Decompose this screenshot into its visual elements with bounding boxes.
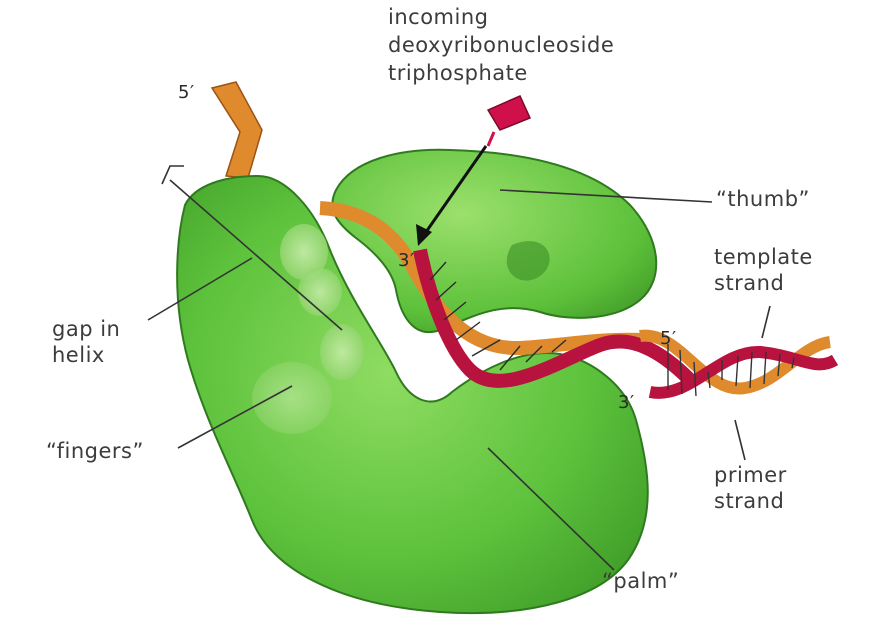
leader-primer: [735, 420, 745, 460]
primer-strand-label-line2: strand: [714, 488, 784, 514]
thumb-label: “thumb”: [716, 186, 810, 212]
finger-bump-2: [298, 268, 342, 316]
incoming-nucleotide-icon: [488, 96, 530, 130]
leader-template: [762, 306, 770, 338]
three-prime-inner-label: 3′: [398, 248, 415, 274]
gap-in-helix-label-line1: gap in: [52, 316, 120, 342]
incoming-label-line3: triphosphate: [388, 60, 528, 86]
gap-in-helix-label-line2: helix: [52, 342, 105, 368]
nucleotide-dash-line: [488, 132, 494, 146]
incoming-label-line1: incoming: [388, 4, 488, 30]
protein-thumb: [332, 150, 656, 332]
finger-bump-4: [252, 362, 332, 434]
gap-bracket: [162, 166, 184, 184]
fingers-label: “fingers”: [46, 438, 144, 464]
primer-strand-label-line1: primer: [714, 462, 787, 488]
palm-label: “palm”: [602, 568, 679, 594]
five-prime-top-label: 5′: [178, 80, 195, 106]
template-strand-label-line2: strand: [714, 270, 784, 296]
template-strand-label-line1: template: [714, 244, 813, 270]
template-strand-top-ribbon: [212, 82, 262, 178]
finger-bump-3: [320, 324, 364, 380]
three-prime-right-label: 3′: [618, 390, 635, 416]
five-prime-right-label: 5′: [660, 326, 677, 352]
incoming-label-line2: deoxyribonucleoside: [388, 32, 614, 58]
